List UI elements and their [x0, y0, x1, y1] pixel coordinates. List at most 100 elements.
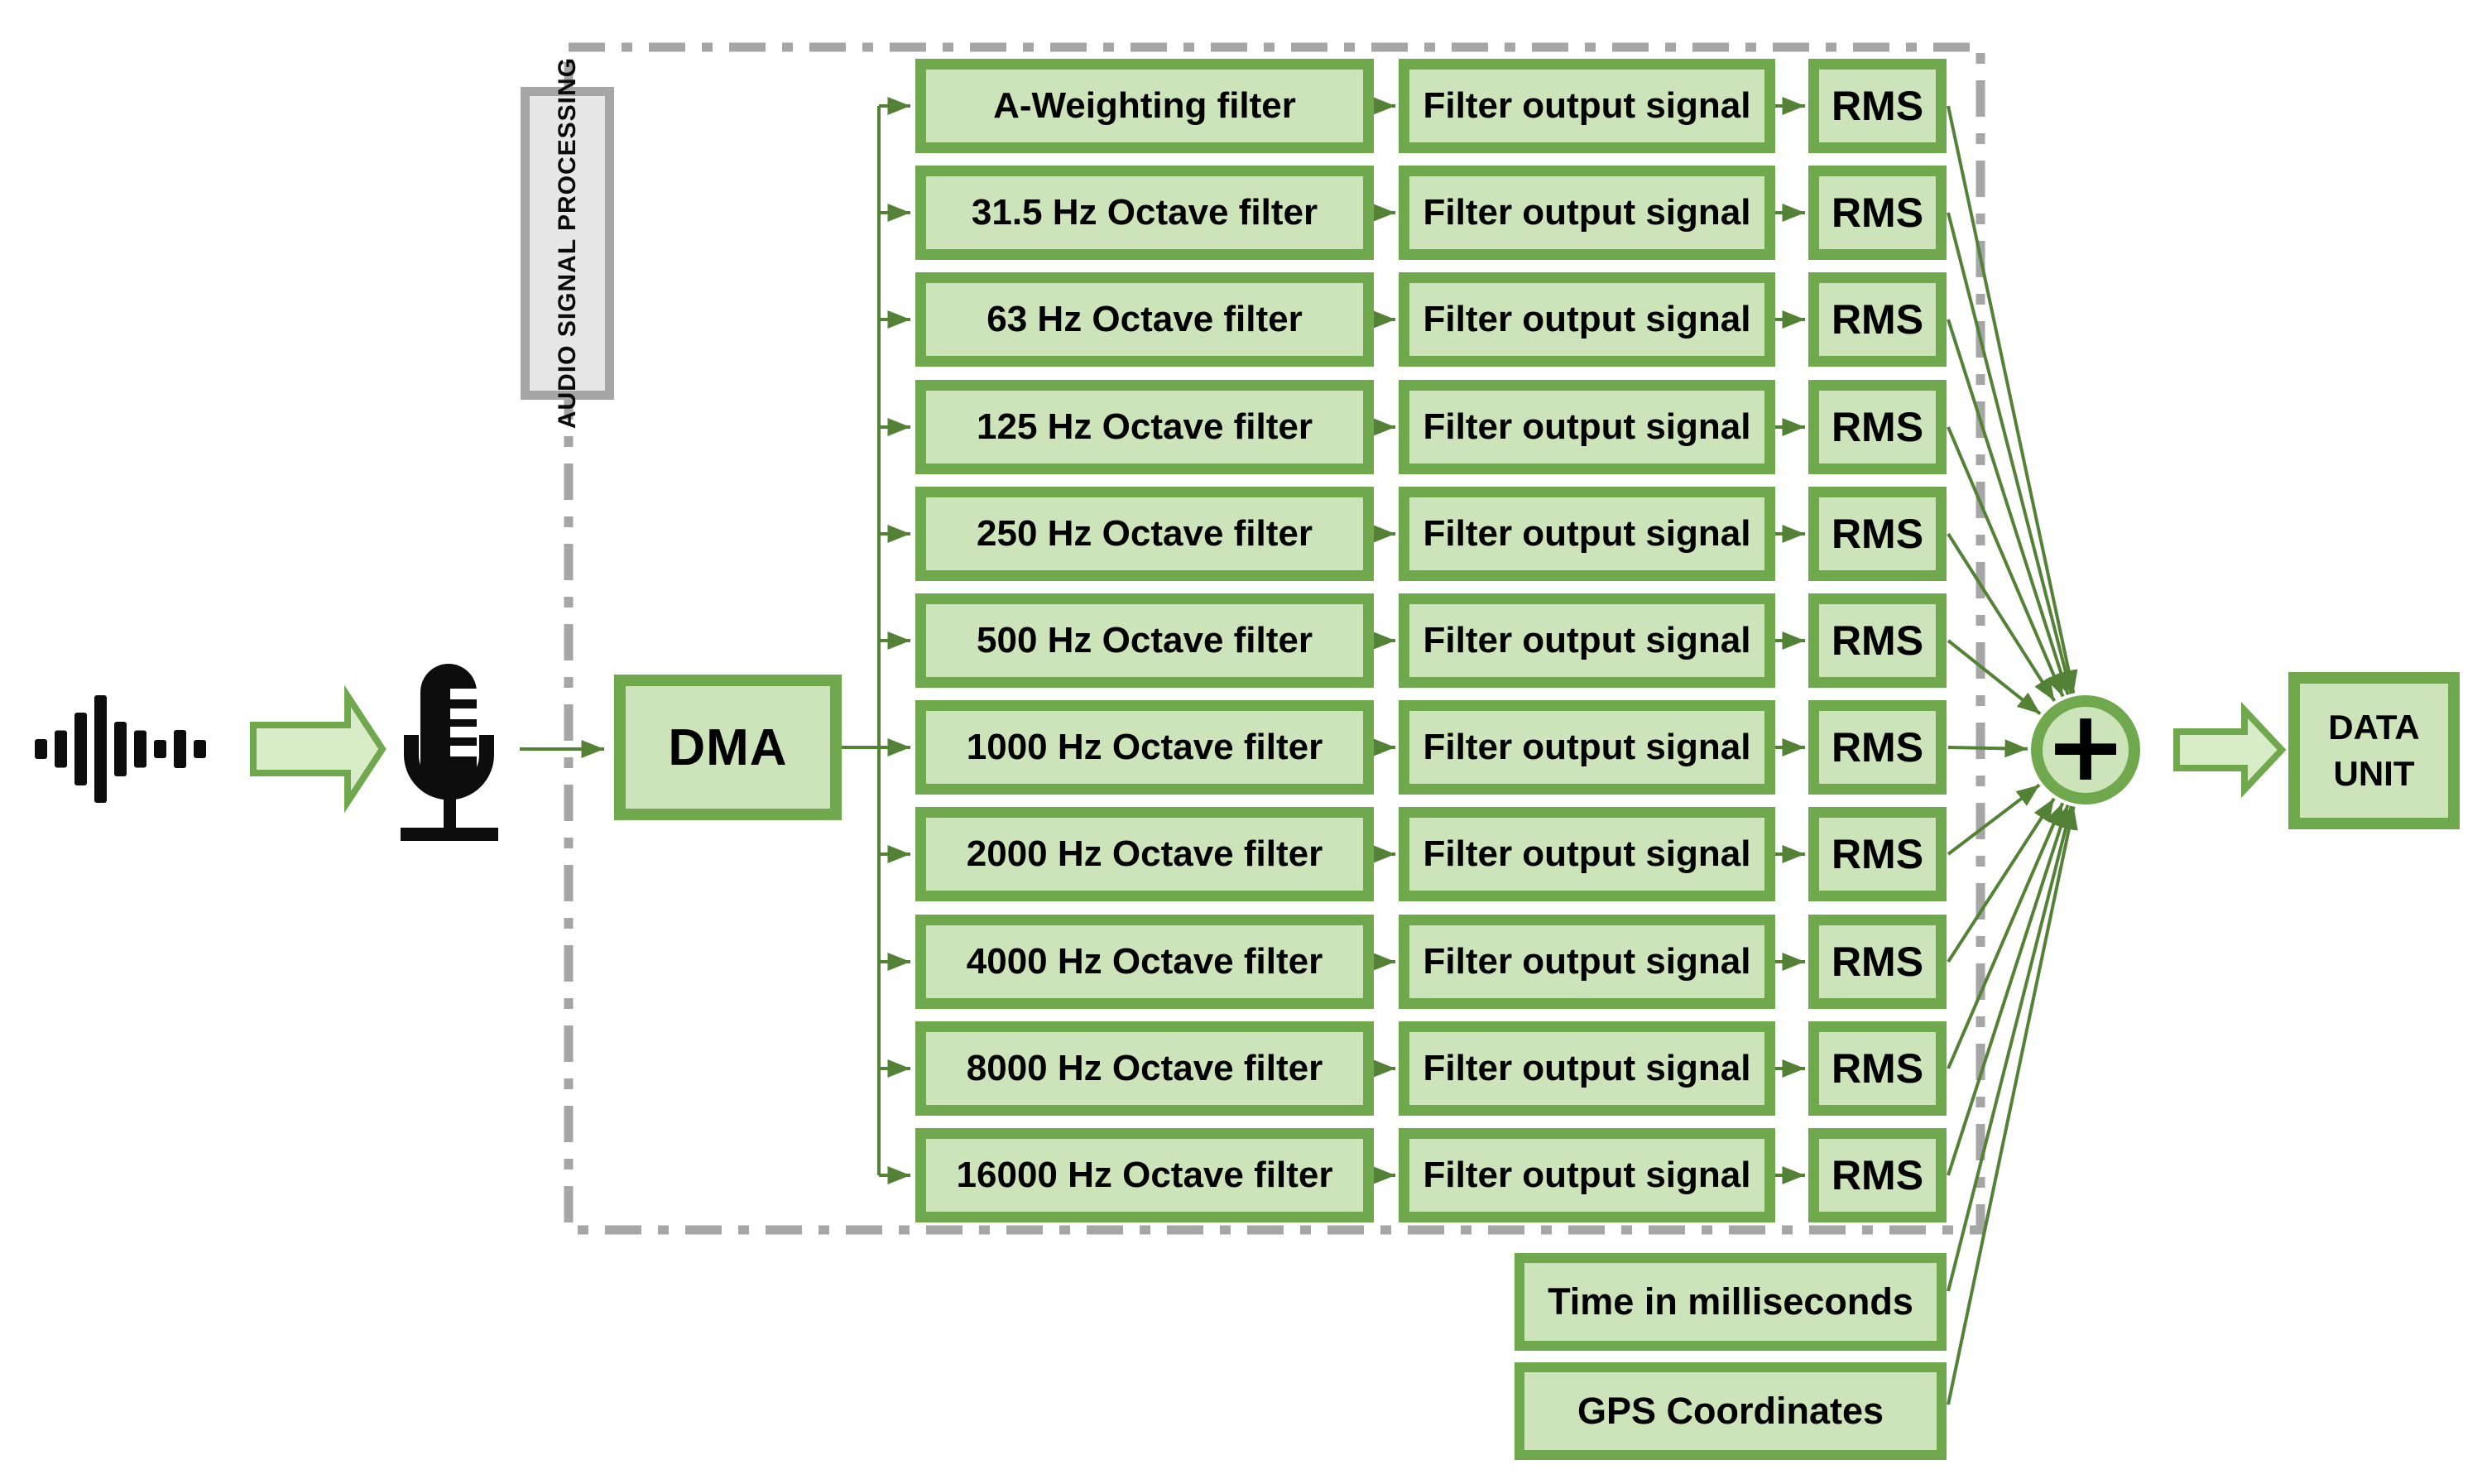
sum-label: +	[2044, 689, 2127, 803]
filter-output-label: Filter output signal	[1423, 1048, 1751, 1088]
filter-row: 500 Hz Octave filter Filter output signa…	[0, 593, 2482, 688]
filter-box: 2000 Hz Octave filter	[915, 807, 1374, 901]
gps-input-label: GPS Coordinates	[1577, 1390, 1884, 1432]
rms-label: RMS	[1831, 511, 1924, 557]
rms-label: RMS	[1831, 404, 1924, 450]
filter-box: 1000 Hz Octave filter	[915, 700, 1374, 795]
filter-box: 31.5 Hz Octave filter	[915, 166, 1374, 260]
filter-output-label: Filter output signal	[1423, 299, 1751, 339]
connector-line	[1947, 639, 2042, 715]
filter-output-label: Filter output signal	[1423, 941, 1751, 982]
waveform-bar	[194, 740, 206, 758]
filter-output-box: Filter output signal	[1399, 1128, 1775, 1222]
filter-label: 125 Hz Octave filter	[977, 406, 1313, 447]
sum-node: +	[2031, 695, 2140, 804]
connector-line	[1947, 426, 2065, 698]
rms-box: RMS	[1808, 166, 1947, 260]
connector-line	[1947, 805, 2075, 1292]
filter-output-label: Filter output signal	[1423, 1155, 1751, 1195]
filter-output-label: Filter output signal	[1423, 406, 1751, 447]
connector-line	[1947, 319, 2070, 695]
filter-row: A-Weighting filter Filter output signal …	[0, 59, 2482, 153]
waveform-bar	[55, 730, 67, 768]
waveform-bar	[134, 730, 146, 768]
filter-label: 1000 Hz Octave filter	[966, 727, 1323, 767]
connector-line	[1947, 212, 2075, 694]
time-input-label: Time in milliseconds	[1548, 1280, 1913, 1323]
filter-box: 63 Hz Octave filter	[915, 272, 1374, 367]
filter-row: 125 Hz Octave filter Filter output signa…	[0, 380, 2482, 474]
filter-label: A-Weighting filter	[993, 85, 1296, 126]
filter-box: 250 Hz Octave filter	[915, 487, 1374, 581]
waveform-bar	[74, 713, 87, 785]
filter-label: 16000 Hz Octave filter	[956, 1155, 1333, 1195]
rms-box: RMS	[1808, 272, 1947, 367]
rms-label: RMS	[1831, 296, 1924, 343]
rms-box: RMS	[1808, 487, 1947, 581]
rms-label: RMS	[1831, 190, 1924, 236]
rms-box: RMS	[1808, 915, 1947, 1009]
input-block-arrow	[250, 684, 386, 814]
filter-output-box: Filter output signal	[1399, 380, 1775, 474]
connector-lines-layer	[520, 97, 2078, 1405]
filter-output-box: Filter output signal	[1399, 59, 1775, 153]
connector-line	[1947, 105, 2078, 694]
filter-row: 63 Hz Octave filter Filter output signal…	[0, 272, 2482, 367]
filter-row: 16000 Hz Octave filter Filter output sig…	[0, 1128, 2482, 1222]
gps-input-box: GPS Coordinates	[1515, 1362, 1947, 1460]
filter-output-label: Filter output signal	[1423, 192, 1751, 233]
output-block-arrow	[2173, 701, 2287, 799]
rms-label: RMS	[1831, 831, 1924, 877]
waveform-bar	[154, 740, 166, 758]
waveform-bar	[174, 730, 186, 768]
filter-row: 2000 Hz Octave filter Filter output sign…	[0, 807, 2482, 901]
filter-label: 31.5 Hz Octave filter	[971, 192, 1318, 233]
filter-box: 500 Hz Octave filter	[915, 593, 1374, 688]
filter-row: 250 Hz Octave filter Filter output signa…	[0, 487, 2482, 581]
filter-label: 250 Hz Octave filter	[977, 513, 1313, 554]
filter-label: 63 Hz Octave filter	[987, 299, 1303, 339]
rms-label: RMS	[1831, 724, 1924, 771]
filter-row: 1000 Hz Octave filter Filter output sign…	[0, 700, 2482, 795]
waveform-bar	[114, 722, 127, 776]
rms-box: RMS	[1808, 380, 1947, 474]
filter-output-label: Filter output signal	[1423, 85, 1751, 126]
connector-line	[1947, 532, 2057, 703]
rms-box: RMS	[1808, 1128, 1947, 1222]
filter-label: 4000 Hz Octave filter	[966, 941, 1323, 982]
filter-output-box: Filter output signal	[1399, 700, 1775, 795]
rms-label: RMS	[1831, 939, 1924, 985]
microphone-icon	[401, 664, 498, 841]
rms-label: RMS	[1831, 1152, 1924, 1198]
filter-box: A-Weighting filter	[915, 59, 1374, 153]
connector-line	[1947, 797, 2056, 963]
filter-output-box: Filter output signal	[1399, 593, 1775, 688]
filter-row: 31.5 Hz Octave filter Filter output sign…	[0, 166, 2482, 260]
rms-box: RMS	[1808, 593, 1947, 688]
connector-line	[1947, 806, 2078, 1405]
rms-box: RMS	[1808, 59, 1947, 153]
filter-box: 4000 Hz Octave filter	[915, 915, 1374, 1009]
rms-box: RMS	[1808, 807, 1947, 901]
filter-box: 125 Hz Octave filter	[915, 380, 1374, 474]
filter-row: 4000 Hz Octave filter Filter output sign…	[0, 915, 2482, 1009]
connector-line	[1947, 783, 2041, 856]
filter-row: 8000 Hz Octave filter Filter output sign…	[0, 1021, 2482, 1116]
data-unit-line2: UNIT	[2333, 754, 2415, 793]
connector-line	[1947, 739, 2028, 758]
connector-line	[1947, 802, 2065, 1069]
filter-box: 16000 Hz Octave filter	[915, 1128, 1374, 1222]
connector-line	[1947, 804, 2070, 1176]
filter-output-box: Filter output signal	[1399, 807, 1775, 901]
audio-waveform-icon	[35, 695, 206, 803]
time-input-box: Time in milliseconds	[1515, 1253, 1947, 1351]
data-unit-box: DATA UNIT	[2288, 672, 2460, 829]
filter-output-box: Filter output signal	[1399, 915, 1775, 1009]
audio-processing-region-border	[564, 42, 1985, 1235]
filter-label: 500 Hz Octave filter	[977, 620, 1313, 660]
region-label: AUDIO SIGNAL PROCESSING	[521, 57, 614, 430]
filter-output-label: Filter output signal	[1423, 620, 1751, 660]
rms-label: RMS	[1831, 83, 1924, 129]
filter-output-label: Filter output signal	[1423, 833, 1751, 874]
filter-output-label: Filter output signal	[1423, 727, 1751, 767]
